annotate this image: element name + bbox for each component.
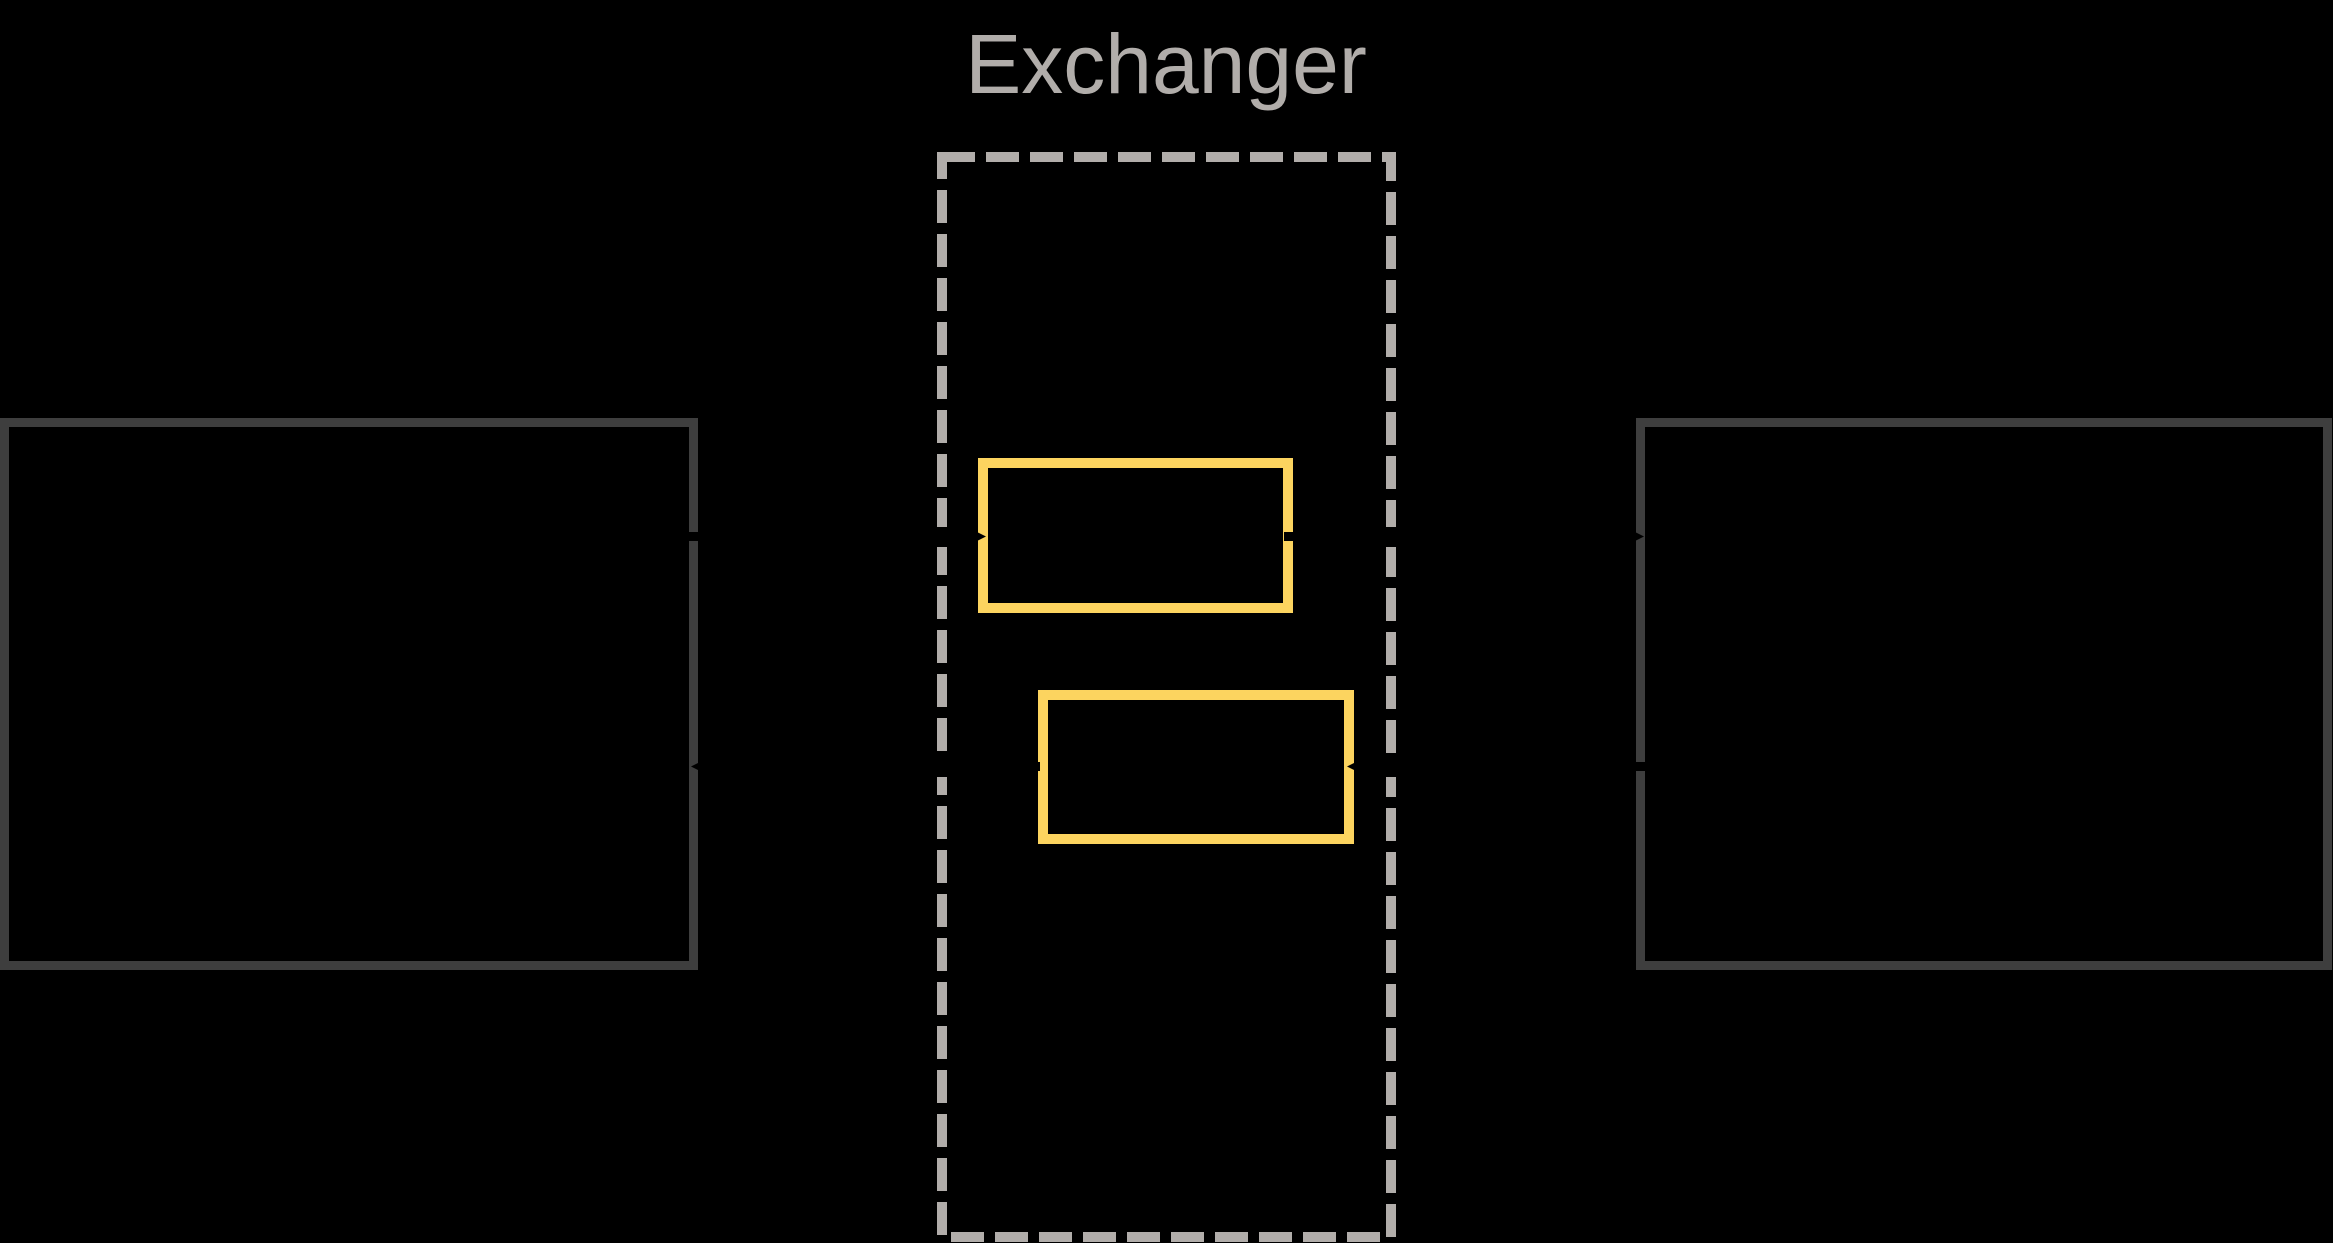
- cluster-border: [937, 152, 1396, 1242]
- connector-cluster-crossing-cover: [934, 757, 950, 777]
- node-exchange-bottom: [1038, 690, 1354, 844]
- arrowhead-into-exchange-bottom: [1347, 755, 1369, 778]
- connector-cluster-crossing-cover: [934, 527, 950, 547]
- node-left-endpoint: [0, 418, 698, 970]
- cluster-title: Exchanger: [965, 17, 1367, 111]
- connector-cluster-crossing-cover: [1383, 527, 1399, 547]
- arrowhead-into-left-endpoint: [691, 755, 713, 778]
- node-right-endpoint: [1636, 418, 2332, 970]
- node-exchange-top: [978, 458, 1293, 613]
- arrowhead-into-exchange-top: [964, 525, 986, 548]
- arrowhead-into-right-endpoint: [1622, 525, 1644, 548]
- connector-cluster-crossing-cover: [1383, 757, 1399, 777]
